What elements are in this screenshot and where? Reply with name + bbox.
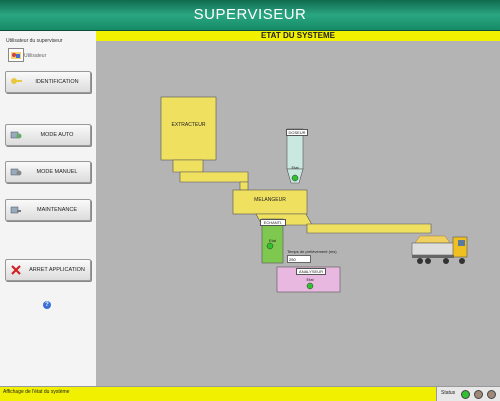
status-label: Status [441, 390, 456, 396]
sidebar: Utilisateur du superviseur Utilisateur I… [0, 31, 97, 386]
conveyor-1 [179, 171, 249, 183]
status-bar: Affichage de l'état du système Status [0, 386, 500, 401]
doseur-shape [286, 128, 304, 184]
echantillon-led [266, 242, 274, 250]
identification-button[interactable]: IDENTIFICATION [5, 71, 91, 93]
extracteur-label: EXTRACTEUR [171, 122, 206, 128]
sampling-time-label: Temps de prélèvement (ms) [287, 249, 337, 254]
melangeur-label: MELANGEUR [254, 197, 286, 203]
user-name: Utilisateur [24, 53, 47, 59]
user-icon [8, 48, 24, 62]
process-diagram [160, 96, 468, 293]
mode-auto-button[interactable]: MODE AUTO [5, 124, 91, 146]
app-title-bar: SUPERVISEUR [0, 0, 500, 31]
doseur-etat-label: Etat [291, 165, 299, 170]
status-panel: Status [436, 387, 500, 401]
conveyor-1-chute [239, 181, 249, 191]
maintenance-icon [10, 204, 22, 216]
status-led-gray-2 [487, 390, 496, 399]
auto-mode-icon [10, 129, 22, 141]
app-title: SUPERVISEUR [193, 6, 307, 23]
sampling-time-input[interactable] [287, 255, 311, 263]
help-symbol: ? [45, 302, 49, 308]
echantillon-label: ECHANTI. [260, 219, 286, 226]
truck-icon [411, 235, 468, 264]
doseur-label: DOSEUR [286, 129, 308, 136]
echantillon-etat-label: Etat [268, 238, 277, 243]
identification-label: IDENTIFICATION [35, 79, 79, 85]
user-caption: Utilisateur du superviseur [6, 38, 63, 44]
status-message: Affichage de l'état du système [3, 389, 70, 395]
maintenance-label: MAINTENANCE [36, 207, 78, 213]
arret-application-label: ARRET APPLICATION [29, 267, 85, 273]
status-led-gray-1 [474, 390, 483, 399]
help-icon[interactable]: ? [43, 301, 51, 309]
analyseur-led [306, 282, 314, 290]
mode-manuel-button[interactable]: MODE MANUEL [5, 161, 91, 183]
conveyor-2 [306, 223, 432, 234]
analyseur-label: ANALYSEUR [296, 268, 326, 275]
key-icon [10, 76, 22, 88]
stop-icon [10, 264, 22, 276]
maintenance-button[interactable]: MAINTENANCE [5, 199, 91, 221]
doseur-led [291, 174, 299, 182]
arret-application-button[interactable]: ARRET APPLICATION [5, 259, 91, 281]
section-header: ETAT DU SYSTEME [96, 31, 500, 41]
extracteur-shape [160, 96, 217, 173]
analyseur-etat-label: Etat [306, 277, 314, 282]
manual-mode-icon [10, 166, 22, 178]
mode-manuel-label: MODE MANUEL [36, 169, 78, 175]
mode-auto-label: MODE AUTO [40, 132, 74, 138]
status-led-green [461, 390, 470, 399]
